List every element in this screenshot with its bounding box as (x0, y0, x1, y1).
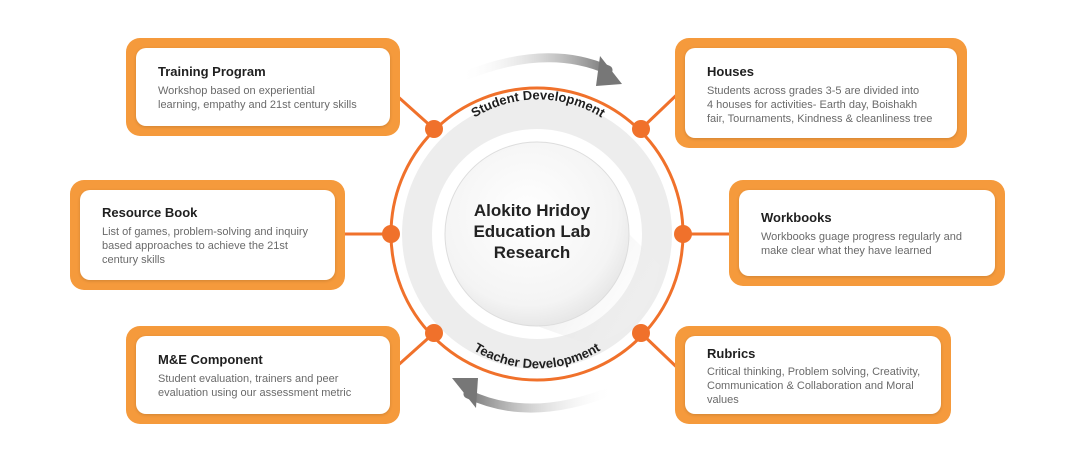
center-title-line2: Education Lab (473, 222, 591, 241)
center-title-line3: Research (493, 243, 571, 262)
card-training-program: Training Program Workshop based on exper… (126, 38, 400, 136)
desc-line: Communication & Collaboration and Moral (707, 380, 914, 392)
center-circle (444, 141, 630, 327)
connector-dots (382, 120, 692, 342)
card-me-component: M&E Component Student evaluation, traine… (126, 326, 400, 424)
card-resource-book-title: Resource Book (102, 205, 198, 220)
card-training-program-desc: Workshop based on experiential learning,… (158, 84, 357, 112)
dot-rubrics (632, 324, 650, 342)
card-houses-title: Houses (707, 64, 754, 79)
arrow-top-head (596, 56, 622, 86)
desc-line: Critical thinking, Problem solving, Crea… (707, 366, 921, 378)
card-houses: Houses Students across grades 3-5 are di… (675, 38, 967, 148)
dot-workbooks (674, 225, 692, 243)
card-resource-book: Resource Book List of games, problem-sol… (70, 180, 345, 290)
desc-line: 4 houses for activities- Earth day, Bois… (707, 99, 918, 111)
card-training-program-title: Training Program (158, 64, 266, 79)
desc-line: Workshop based on experiential (158, 85, 315, 97)
desc-line: List of games, problem-solving and inqui… (102, 226, 309, 238)
card-workbooks: Workbooks Workbooks guage progress regul… (729, 180, 1005, 286)
desc-line: Student evaluation, trainers and peer (158, 373, 339, 385)
center-title: Alokito Hridoy Education Lab Research (457, 200, 607, 263)
arrow-bottom-head (452, 378, 478, 408)
card-rubrics-desc: Critical thinking, Problem solving, Crea… (707, 365, 920, 407)
desc-line: learning, empathy and 21st century skill… (158, 99, 357, 111)
desc-line: evaluation using our assessment metric (158, 387, 352, 399)
card-resource-book-body: Resource Book List of games, problem-sol… (80, 190, 335, 280)
dot-me (425, 324, 443, 342)
card-rubrics-body: Rubrics Critical thinking, Problem solvi… (685, 336, 941, 414)
card-rubrics: Rubrics Critical thinking, Problem solvi… (675, 326, 951, 424)
inner-band (402, 99, 672, 369)
desc-line: fair, Tournaments, Kindness & cleanlines… (707, 113, 933, 125)
card-workbooks-desc: Workbooks guage progress regularly and m… (761, 230, 962, 258)
card-me-component-body: M&E Component Student evaluation, traine… (136, 336, 390, 414)
card-me-component-desc: Student evaluation, trainers and peer ev… (158, 372, 351, 400)
card-houses-desc: Students across grades 3-5 are divided i… (707, 84, 932, 126)
card-workbooks-body: Workbooks Workbooks guage progress regul… (739, 190, 995, 276)
dot-houses (632, 120, 650, 138)
card-resource-book-desc: List of games, problem-solving and inqui… (102, 225, 308, 267)
dot-resource (382, 225, 400, 243)
card-houses-body: Houses Students across grades 3-5 are di… (685, 48, 957, 138)
card-training-program-body: Training Program Workshop based on exper… (136, 48, 390, 126)
dot-training (425, 120, 443, 138)
arrow-bottom (463, 385, 619, 413)
desc-line: based approaches to achieve the 21st (102, 240, 288, 252)
desc-line: Students across grades 3-5 are divided i… (707, 85, 920, 97)
desc-line: century skills (102, 254, 165, 266)
card-rubrics-title: Rubrics (707, 346, 756, 361)
desc-line: make clear what they have learned (761, 245, 932, 257)
card-me-component-title: M&E Component (158, 352, 263, 367)
desc-line: Workbooks guage progress regularly and (761, 231, 962, 243)
desc-line: values (707, 394, 739, 406)
card-workbooks-title: Workbooks (761, 210, 832, 225)
center-title-line1: Alokito Hridoy (473, 201, 591, 220)
arrow-top (455, 53, 613, 83)
